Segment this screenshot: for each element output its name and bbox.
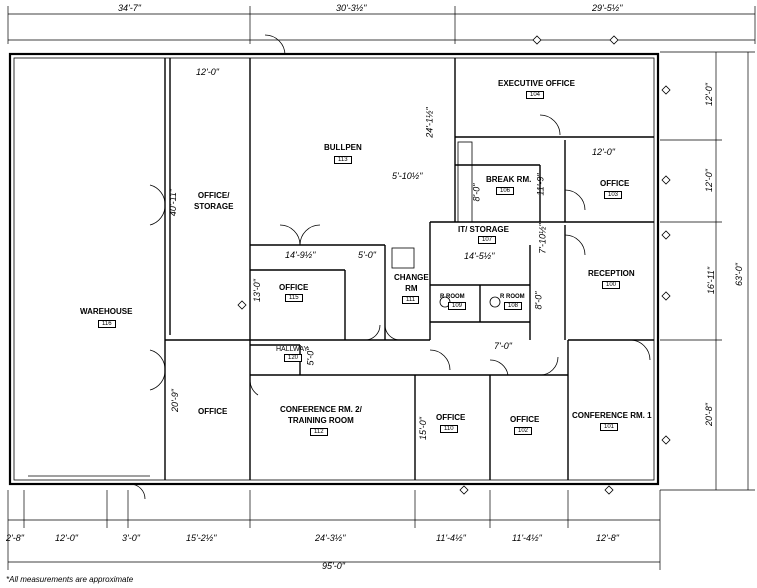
dim-7-0: 7'-0" <box>494 341 512 351</box>
dim-20-9: 20'-9" <box>169 389 180 412</box>
dim-bottom-3: 3'-0" <box>122 533 140 543</box>
room-office-103-number: 103 <box>604 191 623 199</box>
room-warehouse: WAREHOUSE <box>80 307 133 316</box>
dim-bottom-8: 12'-8" <box>596 533 619 543</box>
dim-8-0-b: 8'-0" <box>533 291 544 310</box>
room-office-102: OFFICE <box>510 415 540 424</box>
room-conference-2: CONFERENCE RM. 2/ TRAINING ROOM <box>280 405 362 425</box>
room-executive: EXECUTIVE OFFICE <box>498 79 575 88</box>
dim-overall: 95'-0" <box>322 561 345 571</box>
room-conference-1-number: 101 <box>600 423 619 431</box>
room-warehouse-number: 116 <box>98 320 116 328</box>
dimension-lines <box>7 6 756 570</box>
elevation-tags <box>237 35 671 495</box>
room-break: BREAK RM. <box>486 175 532 184</box>
room-office-storage: OFFICE/ STORAGE <box>194 191 234 211</box>
room-bullpen: BULLPEN <box>324 143 362 152</box>
room-office-103: OFFICE <box>600 179 630 188</box>
dim-40-11: 40'-11" <box>168 188 179 217</box>
room-office-110-number: 110 <box>440 425 458 433</box>
room-r-room-108: R ROOM <box>500 294 525 300</box>
dim-bottom-5: 24'-3½" <box>315 533 346 543</box>
measurement-note: *All measurements are approximate <box>6 575 134 584</box>
room-hallway-number: 120 <box>284 354 303 362</box>
room-it-storage-number: 107 <box>478 236 497 244</box>
room-reception-number: 100 <box>602 281 621 289</box>
room-break-number: 106 <box>496 187 515 195</box>
room-reception: RECEPTION <box>588 269 635 278</box>
interior-walls <box>164 58 654 480</box>
room-office-110: OFFICE <box>436 413 466 422</box>
room-hallway: HALLWAY <box>276 346 309 353</box>
dim-top-1: 34'-7" <box>118 3 141 13</box>
dim-14-5: 14'-5½" <box>464 251 495 261</box>
dim-bottom-1: 2'-8" <box>6 533 24 543</box>
dim-12-0-b: 12'-0" <box>592 147 615 157</box>
dim-5-0: 5'-0" <box>358 250 376 260</box>
dim-top-3: 29'-5½" <box>592 3 623 13</box>
dim-13-0: 13'-0" <box>251 279 262 302</box>
room-executive-number: 104 <box>526 91 545 99</box>
dim-8-0-a: 8'-0" <box>471 183 482 202</box>
room-r-room-108-number: 108 <box>504 302 523 310</box>
dim-top-2: 30'-3½" <box>336 3 367 13</box>
dim-14-9: 14'-9½" <box>285 250 316 260</box>
door-swings <box>129 34 651 500</box>
room-office-left: OFFICE <box>198 407 228 416</box>
dim-bottom-7: 11'-4½" <box>512 533 542 543</box>
room-office-115: OFFICE <box>279 283 309 292</box>
dim-bottom-6: 11'-4½" <box>436 533 466 543</box>
room-conference-1: CONFERENCE RM. 1 <box>572 411 652 420</box>
dim-24-1: 24'-1½" <box>424 107 435 138</box>
dim-12-0-a: 12'-0" <box>196 67 219 77</box>
dim-7-10: 7'-10½" <box>537 223 548 254</box>
room-bullpen-number: 113 <box>334 156 352 164</box>
room-office-102-number: 102 <box>514 427 533 435</box>
room-it-storage: IT/ STORAGE <box>458 225 509 234</box>
dim-bottom-2: 12'-0" <box>55 533 78 543</box>
room-conference-2-number: 112 <box>310 428 328 436</box>
room-office-115-number: 115 <box>285 294 303 302</box>
room-r-room-109: R ROOM <box>440 294 465 300</box>
dim-right-4: 20'-8" <box>703 403 714 426</box>
room-change: CHANGE RM <box>394 273 429 293</box>
dim-right-3: 16'-11" <box>706 266 717 295</box>
exterior-walls <box>8 52 660 486</box>
dim-bottom-4: 15'-2½" <box>186 533 217 543</box>
dim-5-10: 5'-10½" <box>392 171 423 181</box>
dim-right-1: 12'-0" <box>703 83 714 106</box>
room-change-number: 111 <box>402 296 420 304</box>
dim-11-9: 11'-9" <box>535 173 546 196</box>
dim-right-2: 12'-0" <box>703 169 714 192</box>
room-r-room-109-number: 109 <box>448 302 467 310</box>
dim-15-0: 15'-0" <box>417 417 428 440</box>
dim-right-total: 63'-0" <box>733 263 744 286</box>
